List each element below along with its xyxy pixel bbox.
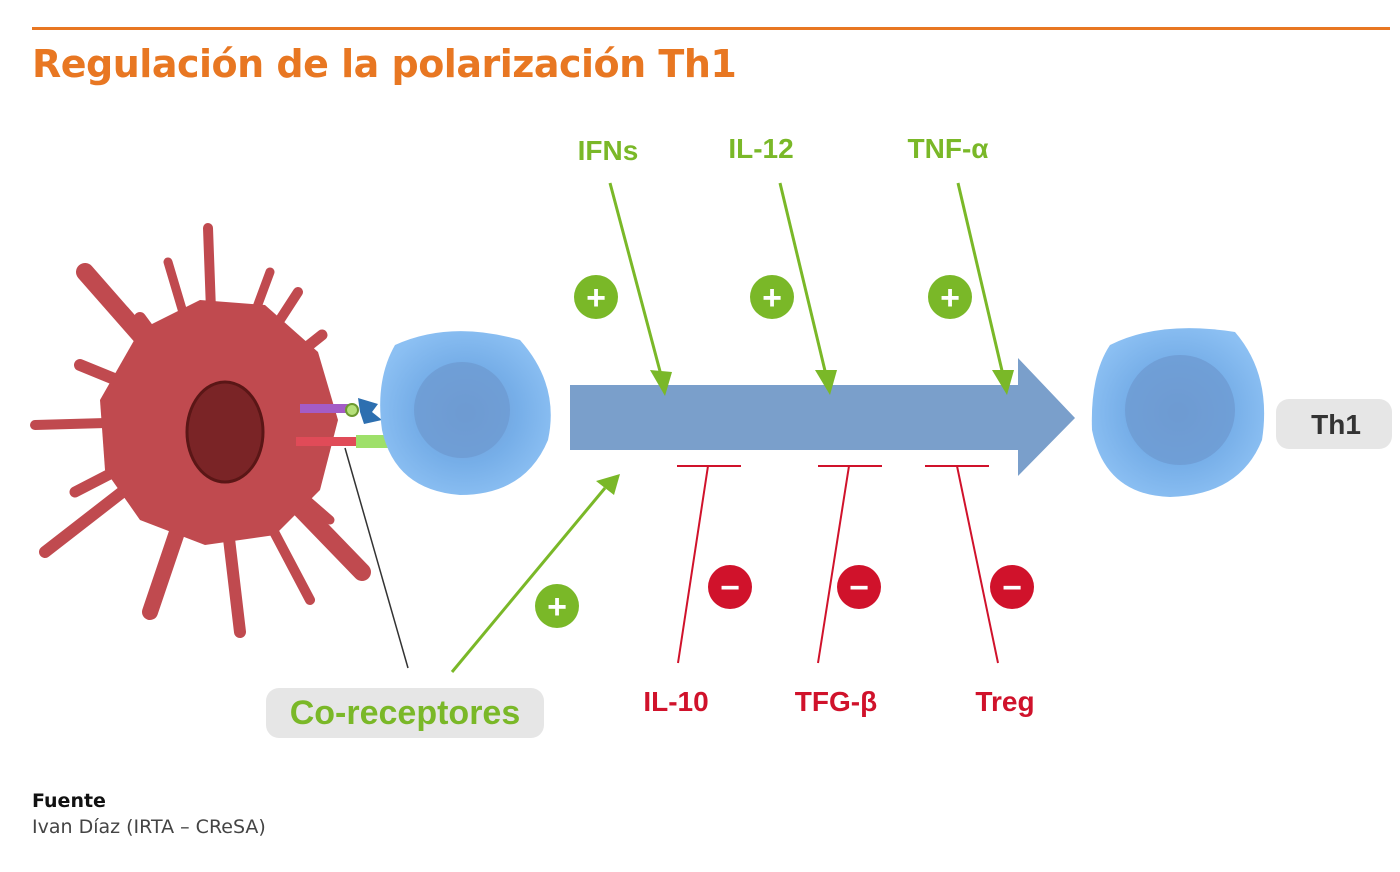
dendritic-cell xyxy=(30,223,371,638)
label-ifns: IFNs xyxy=(578,135,639,166)
svg-text:+: + xyxy=(547,588,567,626)
svg-text:+: + xyxy=(586,279,606,317)
differentiation-arrow xyxy=(570,358,1075,476)
svg-text:+: + xyxy=(762,279,782,317)
source-heading: Fuente xyxy=(32,790,106,812)
th1-cell xyxy=(1091,328,1265,497)
minus-badge: − xyxy=(708,565,752,609)
th1-label: Th1 xyxy=(1311,409,1361,440)
plus-badge: + xyxy=(535,584,579,628)
coreceptors-pointer xyxy=(344,447,409,669)
label-il10: IL-10 xyxy=(643,686,708,717)
label-treg: Treg xyxy=(975,686,1034,717)
label-tnf-alpha: TNF-α xyxy=(908,133,989,164)
naive-t-cell xyxy=(380,331,551,495)
negative-lines xyxy=(677,465,999,664)
plus-badge: + xyxy=(750,275,794,319)
minus-badge: − xyxy=(990,565,1034,609)
minus-badge: − xyxy=(837,565,881,609)
label-il12: IL-12 xyxy=(728,133,793,164)
coreceptors-pill xyxy=(266,688,544,738)
plus-badge: + xyxy=(574,275,618,319)
page-title: Regulación de la polarización Th1 xyxy=(32,42,737,86)
plus-badge: + xyxy=(928,275,972,319)
svg-text:+: + xyxy=(940,279,960,317)
label-tfg-beta: TFG-β xyxy=(795,686,877,717)
positive-arrows xyxy=(450,182,1014,673)
coreceptors-label: Co-receptores xyxy=(290,694,521,732)
svg-text:−: − xyxy=(1002,569,1022,607)
svg-text:−: − xyxy=(849,569,869,607)
receptor-molecules xyxy=(296,398,392,448)
th1-pill xyxy=(1276,399,1392,449)
source-block: Fuente Ivan Díaz (IRTA – CReSA) xyxy=(32,790,266,838)
top-rule xyxy=(32,27,1390,30)
source-text: Ivan Díaz (IRTA – CReSA) xyxy=(32,816,266,838)
svg-text:−: − xyxy=(720,569,740,607)
